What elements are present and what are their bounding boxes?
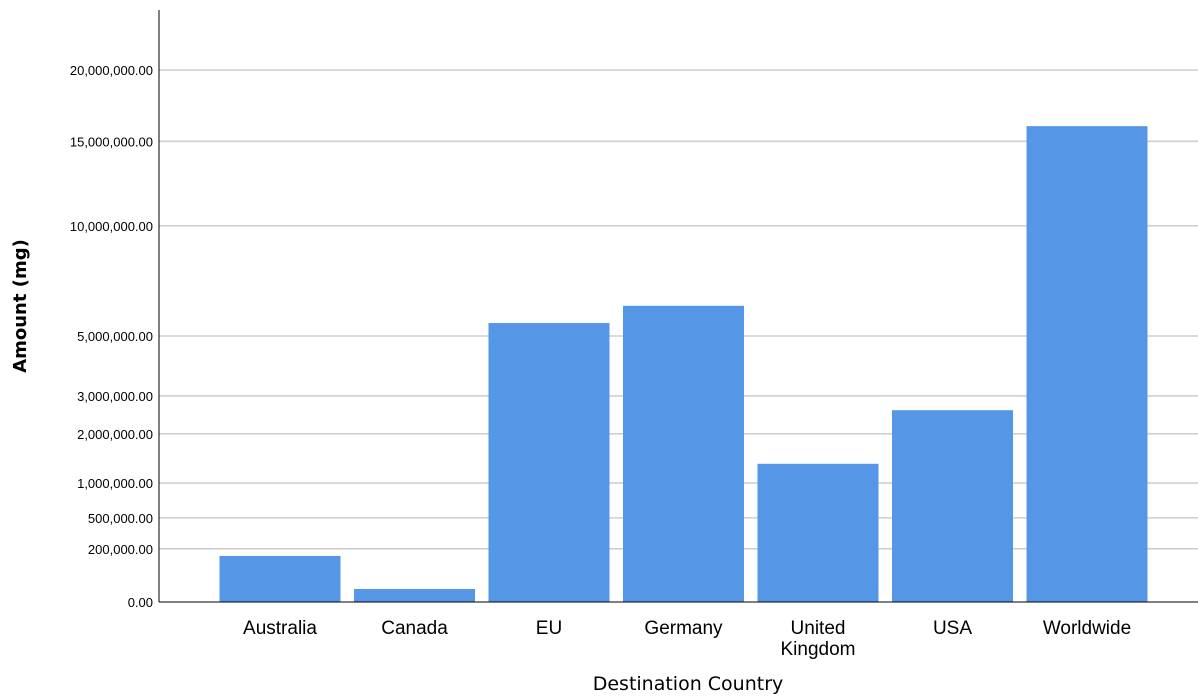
y-tick-label: 200,000.00 [88, 542, 153, 557]
bar [623, 305, 744, 602]
x-tick-label: EU [536, 618, 562, 639]
y-tick-label: 0.00 [128, 595, 153, 610]
y-tick-label: 3,000,000.00 [77, 389, 153, 404]
y-tick-label: 15,000,000.00 [70, 134, 153, 149]
x-tick-label: Germany [644, 618, 723, 639]
y-axis-title: Amount (mg) [10, 239, 31, 373]
x-tick-label: Kingdom [781, 639, 856, 660]
bar [892, 410, 1013, 602]
x-tick-label: Canada [381, 618, 448, 639]
x-tick-label: United [791, 618, 846, 639]
y-tick-labels: 0.00 200,000.00 500,000.00 1,000,000.00 2,00… [70, 63, 153, 610]
y-tick-label: 1,000,000.00 [77, 476, 153, 491]
y-tick-label: 2,000,000.00 [77, 427, 153, 442]
bar [488, 323, 610, 602]
y-tick-label: 5,000,000.00 [77, 329, 153, 344]
bar [1026, 126, 1148, 602]
bar [757, 463, 879, 602]
bar [354, 588, 475, 602]
bar [219, 555, 341, 602]
y-tick-label: 10,000,000.00 [70, 219, 153, 234]
y-tick-label: 20,000,000.00 [70, 63, 153, 78]
x-axis-title: Destination Country [593, 673, 784, 695]
x-tick-label: Australia [243, 618, 317, 639]
y-tick-label: 500,000.00 [88, 511, 153, 526]
axes [158, 10, 1198, 603]
x-tick-label: USA [933, 618, 972, 639]
x-tick-label: Worldwide [1043, 618, 1131, 639]
bars [219, 126, 1148, 602]
